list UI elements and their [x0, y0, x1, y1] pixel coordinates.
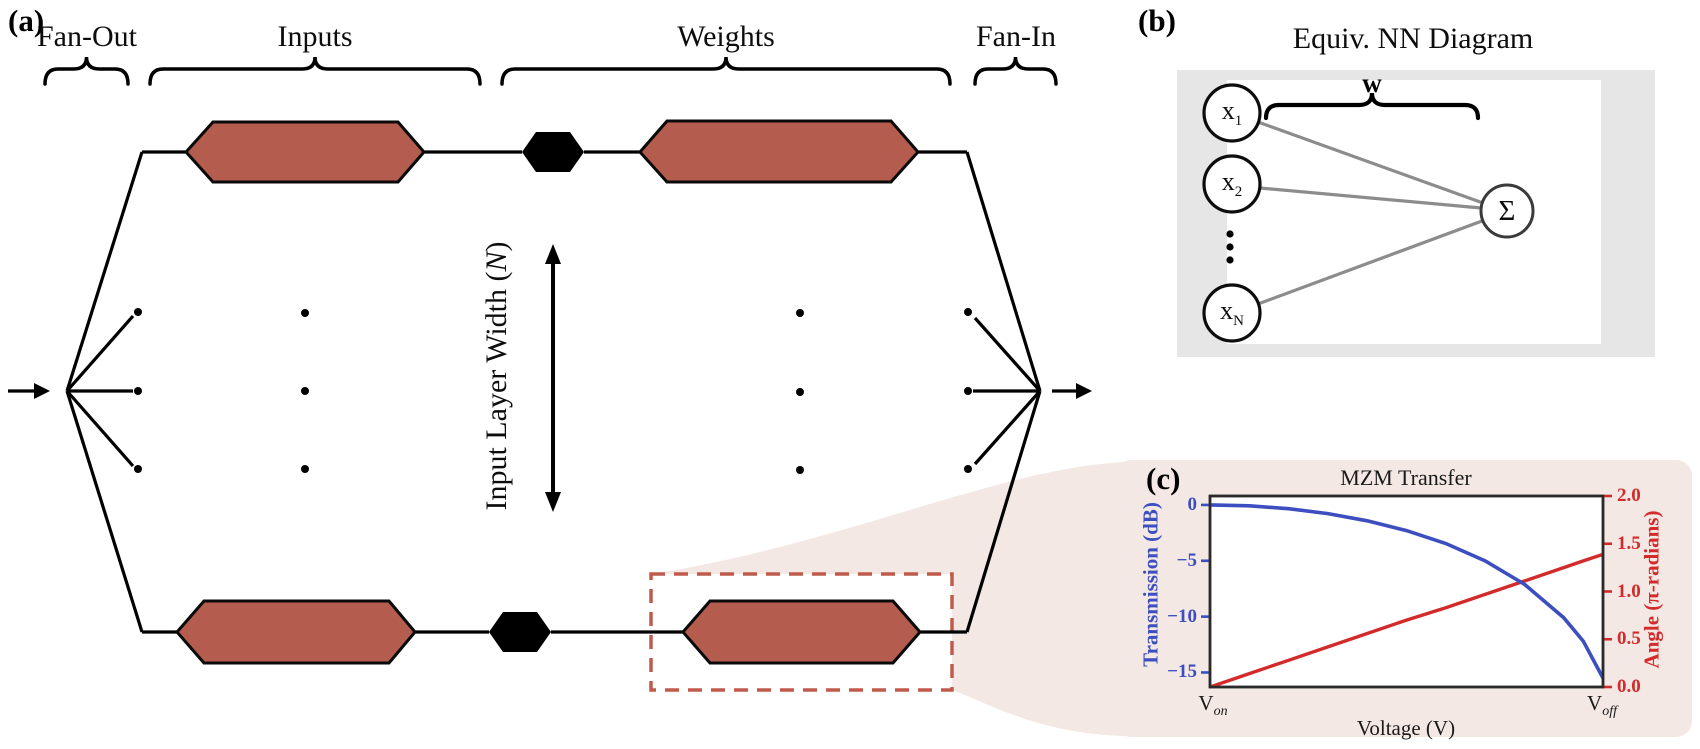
y-tick-label-left: 0: [1187, 493, 1198, 515]
weights-vector-label: w: [1362, 67, 1382, 98]
inputs-label: Inputs: [277, 20, 353, 53]
panel-c-label: (c): [1146, 461, 1181, 496]
inputs-brace: [148, 56, 482, 86]
panel-b-label: (b): [1138, 3, 1176, 38]
circuit-wires: [8, 150, 1078, 634]
x-tick-voff: Voff: [1587, 691, 1617, 720]
node-xN: [1202, 283, 1262, 343]
phase-elements: [489, 132, 584, 652]
input-modulator-bottom: [175, 599, 417, 665]
x-axis-label: Voltage (V): [1356, 716, 1456, 740]
fan-in-brace: [973, 56, 1058, 86]
angle-line: [1210, 552, 1603, 687]
section-braces: [43, 56, 1058, 86]
y-tick-label-right: 2.0: [1617, 485, 1641, 506]
fan-out-label: Fan-Out: [37, 20, 137, 53]
nn-input-nodes: [1202, 83, 1262, 343]
weight-modulator-bottom: [681, 599, 922, 665]
y-tick-label-left: −5: [1176, 549, 1197, 571]
weights-label: Weights: [677, 20, 775, 53]
nn-vertical-dots: [1226, 230, 1234, 264]
node-x1-label: x1: [1221, 95, 1243, 130]
plot-area: [1208, 494, 1605, 689]
tick-marks: [1201, 494, 1612, 689]
weights-vector-brace: [1263, 92, 1481, 121]
input-modulator-top: [183, 120, 426, 184]
x-tick-von: Von: [1198, 691, 1228, 720]
arrowheads: [34, 383, 1092, 399]
node-xN-label: xN: [1220, 295, 1244, 330]
nn-diagram: [1177, 70, 1655, 357]
repeat-dots: [134, 308, 972, 474]
y-tick-label-right: 1.5: [1617, 532, 1641, 554]
input-layer-width-label: Input Layer Width (N): [480, 241, 513, 511]
nn-inner-box: [1227, 80, 1601, 344]
y-tick-label-right: 0.0: [1617, 676, 1641, 697]
phase-element-bottom: [489, 612, 551, 652]
nn-diagram-title: Equiv. NN Diagram: [1292, 22, 1534, 55]
weight-modulator-top: [637, 119, 921, 184]
fan-out-brace: [43, 56, 130, 86]
weights-brace: [500, 56, 952, 86]
y-tick-label-right: 1.0: [1617, 580, 1641, 602]
node-x1: [1202, 83, 1262, 143]
mzm-plot: [1201, 494, 1612, 689]
sum-node-label: Σ: [1498, 194, 1516, 227]
node-x2: [1202, 154, 1262, 214]
y-tick-label-left: −10: [1167, 605, 1197, 627]
panel-a-label: (a): [8, 3, 45, 38]
chart-title: MZM Transfer: [1340, 465, 1472, 490]
width-double-arrow: [545, 244, 561, 512]
fan-in-label: Fan-In: [976, 20, 1056, 53]
modulators: [175, 119, 922, 665]
node-x2-label: x2: [1221, 166, 1243, 201]
transmission-curve: [1210, 503, 1603, 679]
node-sum: [1479, 183, 1535, 239]
y-tick-label-right: 0.5: [1617, 628, 1641, 650]
output-arrow: [1076, 383, 1092, 399]
input-arrow: [34, 383, 50, 399]
nn-connections: [1257, 120, 1484, 306]
phase-element-top: [522, 132, 584, 172]
y-tick-label-left: −15: [1167, 661, 1197, 683]
